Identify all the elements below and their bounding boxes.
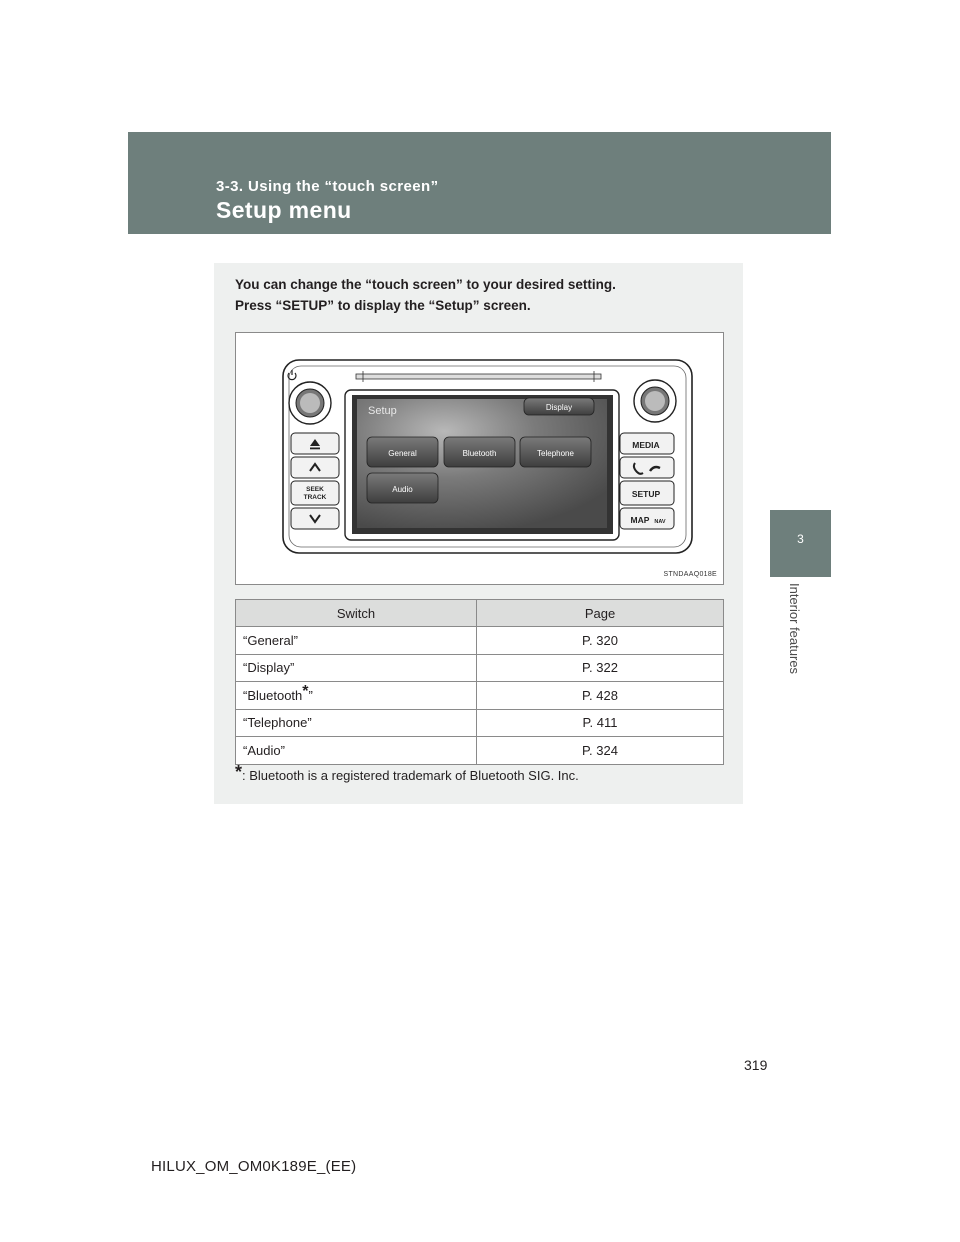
audio-label: Audio bbox=[392, 485, 413, 494]
page-cell: P. 324 bbox=[476, 736, 724, 765]
switch-cell: “Telephone” bbox=[235, 708, 477, 737]
audio-screen-button[interactable]: Audio bbox=[366, 472, 439, 504]
cd-slot bbox=[355, 373, 602, 380]
chapter-label: Interior features bbox=[787, 583, 802, 675]
intro-text-2: Press “SETUP” to display the “Setup” scr… bbox=[235, 298, 531, 313]
chapter-number: 3 bbox=[797, 532, 804, 546]
volume-knob[interactable] bbox=[288, 381, 332, 425]
page-title: Setup menu bbox=[216, 197, 352, 223]
document-code: HILUX_OM_OM0K189E_(EE) bbox=[151, 1158, 357, 1175]
phone-hangup-icon bbox=[649, 465, 661, 472]
screen-title: Setup bbox=[368, 405, 397, 417]
table-row: “Bluetooth*” P. 428 bbox=[235, 681, 724, 710]
switch-cell: “General” bbox=[235, 626, 477, 655]
display-label: Display bbox=[546, 403, 572, 412]
chevron-up-icon bbox=[309, 462, 321, 472]
chevron-down-icon bbox=[309, 514, 321, 524]
page-cell: P. 322 bbox=[476, 653, 724, 682]
column-header-switch: Switch bbox=[235, 599, 477, 627]
header-band bbox=[128, 132, 831, 234]
nav-label: NAV bbox=[654, 519, 666, 525]
phone-pickup-icon bbox=[632, 462, 644, 475]
general-label: General bbox=[388, 449, 417, 458]
up-button[interactable] bbox=[290, 456, 340, 479]
bluetooth-screen-button[interactable]: Bluetooth bbox=[443, 436, 516, 468]
page-cell: P. 411 bbox=[476, 708, 724, 737]
switch-text-end: ” bbox=[308, 687, 313, 703]
page-cell: P. 428 bbox=[476, 681, 724, 710]
eject-button[interactable] bbox=[290, 432, 340, 455]
telephone-label: Telephone bbox=[537, 449, 574, 458]
general-screen-button[interactable]: General bbox=[366, 436, 439, 468]
tune-knob[interactable] bbox=[633, 379, 677, 423]
setup-label: SETUP bbox=[632, 489, 661, 499]
switch-text: “Bluetooth bbox=[243, 687, 303, 703]
media-button[interactable]: MEDIA bbox=[619, 432, 675, 455]
column-header-page: Page bbox=[476, 599, 724, 627]
content-box: You can change the “touch screen” to you… bbox=[214, 263, 743, 804]
table-row: “General” P. 320 bbox=[235, 626, 724, 655]
head-unit-illustration: SEEK TRACK MEDIA SETUP bbox=[235, 332, 724, 585]
page-cell: P. 320 bbox=[476, 626, 724, 655]
intro-text-1: You can change the “touch screen” to you… bbox=[235, 277, 616, 292]
unit-bezel-inner bbox=[288, 365, 687, 548]
media-label: MEDIA bbox=[632, 440, 659, 450]
figure-code: STNDAAQ018E bbox=[663, 571, 717, 578]
switch-cell: “Bluetooth*” bbox=[235, 681, 477, 710]
switch-page-table: Switch Page “General” P. 320 “Display” P… bbox=[235, 599, 724, 765]
map-label: MAP bbox=[631, 515, 650, 525]
track-label: TRACK bbox=[304, 494, 327, 501]
footnote-mark: * bbox=[235, 762, 243, 782]
map-nav-button[interactable]: MAP NAV bbox=[619, 507, 675, 530]
table-row: “Audio” P. 324 bbox=[235, 736, 724, 765]
power-icon bbox=[287, 370, 297, 381]
bluetooth-label: Bluetooth bbox=[463, 449, 497, 458]
telephone-screen-button[interactable]: Telephone bbox=[519, 436, 592, 468]
footnote-text: : Bluetooth is a registered trademark of… bbox=[242, 768, 579, 783]
down-button[interactable] bbox=[290, 507, 340, 530]
table-row: “Display” P. 322 bbox=[235, 653, 724, 682]
table-row: “Telephone” P. 411 bbox=[235, 708, 724, 737]
switch-cell: “Audio” bbox=[235, 736, 477, 765]
footnote: *: Bluetooth is a registered trademark o… bbox=[235, 763, 579, 783]
switch-cell: “Display” bbox=[235, 653, 477, 682]
chapter-tab[interactable]: 3 bbox=[770, 510, 831, 577]
section-label: 3-3. Using the “touch screen” bbox=[216, 178, 439, 195]
seek-label: SEEK bbox=[306, 486, 324, 493]
display-screen-button[interactable]: Display bbox=[523, 397, 595, 416]
table-header-row: Switch Page bbox=[235, 599, 724, 627]
asterisk-mark: * bbox=[302, 682, 309, 700]
eject-icon bbox=[310, 439, 320, 446]
phone-button[interactable] bbox=[619, 456, 675, 479]
setup-button[interactable]: SETUP bbox=[619, 480, 675, 506]
page-number: 319 bbox=[744, 1057, 768, 1073]
head-unit-drawing: SEEK TRACK MEDIA SETUP bbox=[282, 359, 693, 554]
seek-track-button[interactable]: SEEK TRACK bbox=[290, 480, 340, 506]
